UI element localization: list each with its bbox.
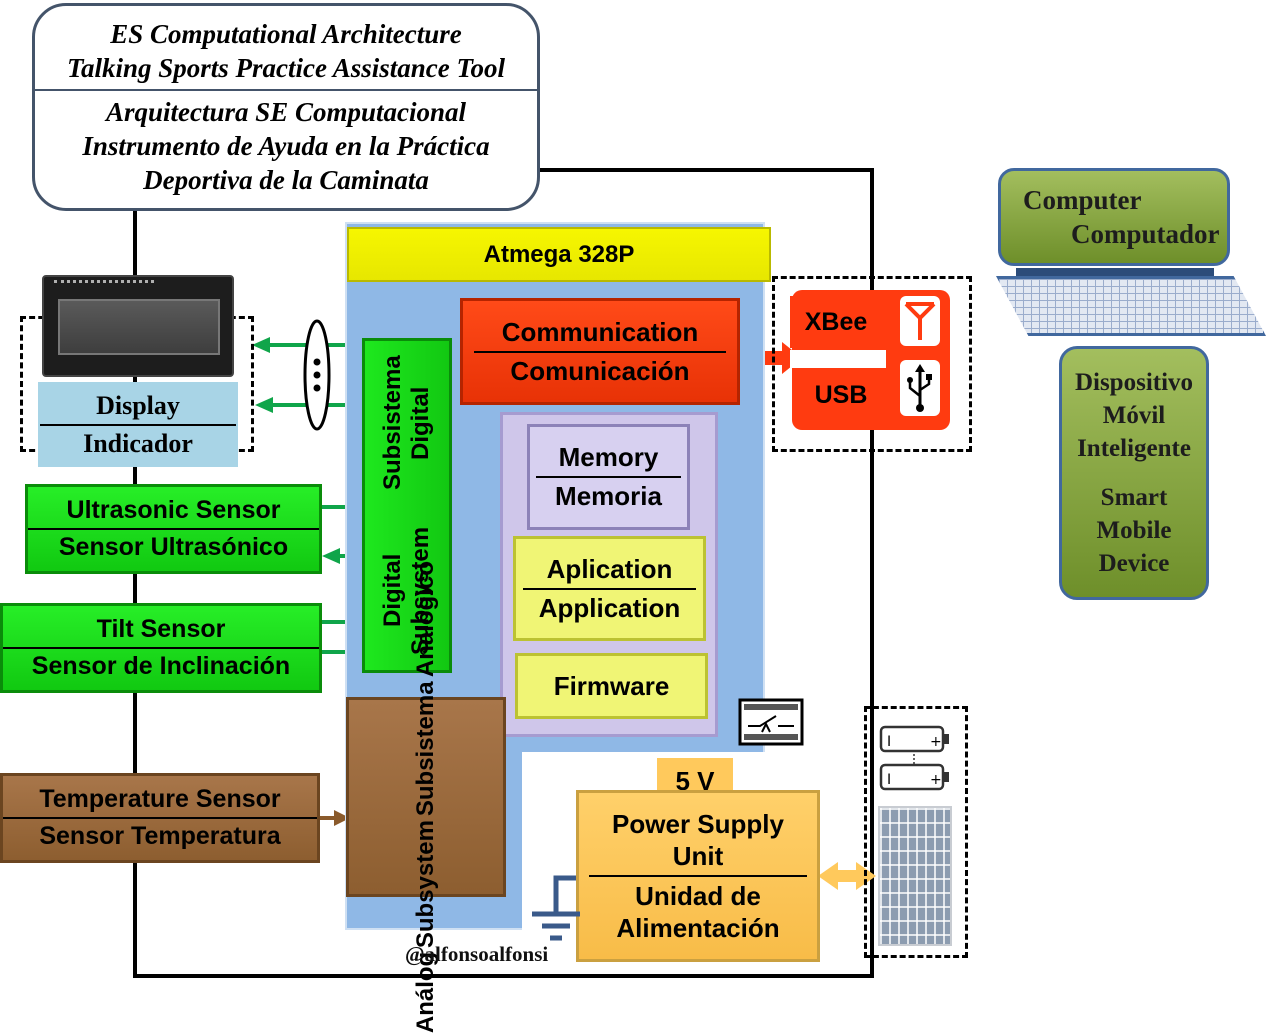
temperature-es: Sensor Temperatura xyxy=(39,822,281,850)
ultrasonic-sensor-block: Ultrasonic Sensor Sensor Ultrasónico xyxy=(25,484,322,574)
power-en-line1: Power Supply xyxy=(612,809,784,839)
title-en-line2: Talking Sports Practice Assistance Tool xyxy=(66,53,506,83)
battery-icon: I + I + xyxy=(879,725,949,791)
memory-block: Memory Memoria xyxy=(527,424,690,530)
application-line1: Aplication xyxy=(546,553,673,584)
usb-text: USB xyxy=(814,380,868,409)
computer-screen-box: Computer Computador xyxy=(998,168,1230,266)
usb-icon xyxy=(900,360,940,416)
temperature-en: Temperature Sensor xyxy=(39,785,281,813)
mobile-line1: Dispositivo xyxy=(1074,369,1194,396)
power-es-line1: Unidad de xyxy=(635,881,761,911)
display-label-box: Display Indicador xyxy=(38,382,238,467)
usb-label: USB xyxy=(796,370,886,420)
display-es: Indicador xyxy=(83,428,193,458)
communication-block: Communication Comunicación xyxy=(460,298,740,405)
svg-text:I: I xyxy=(887,772,891,788)
comm-gap xyxy=(790,350,886,368)
memory-es: Memoria xyxy=(555,481,662,511)
application-block: Aplication Application xyxy=(513,536,706,641)
xbee-text: XBee xyxy=(804,307,868,336)
application-line2: Application xyxy=(538,592,681,623)
tilt-divider xyxy=(3,647,319,649)
svg-text:+: + xyxy=(930,772,942,788)
memory-en: Memory xyxy=(558,442,659,472)
mobile-line2: Móvil xyxy=(1102,402,1166,429)
mobile-line6: Device xyxy=(1098,550,1170,577)
power-en-line2: Unit xyxy=(672,841,724,871)
power-divider xyxy=(588,875,808,877)
power-source-dashed-box xyxy=(864,706,968,958)
mobile-line5: Mobile xyxy=(1096,517,1172,544)
memory-divider xyxy=(536,476,681,478)
title-es-line3: Deportiva de la Caminata xyxy=(143,165,429,195)
analog-line2: Subsystem xyxy=(412,819,439,948)
solar-panel-icon xyxy=(878,806,952,946)
communication-divider xyxy=(473,350,727,353)
tilt-en: Tilt Sensor xyxy=(96,615,226,643)
analog-subsystem-block: Análog Subsystem Subsistema Analógico xyxy=(346,561,506,1033)
switch-icon xyxy=(738,698,804,746)
analog-line3: Subsistema xyxy=(412,680,439,816)
credit-text: @alfonsoalfonsi xyxy=(405,942,549,966)
firmware-label: Firmware xyxy=(553,670,670,701)
title-box: ES Computational Architecture Talking Sp… xyxy=(32,3,540,211)
title-en-line1: ES Computational Architecture xyxy=(110,19,462,49)
svg-text:+: + xyxy=(930,734,942,750)
comm-dashed-box xyxy=(772,276,972,452)
communication-es: Comunicación xyxy=(510,355,690,386)
ultrasonic-en: Ultrasonic Sensor xyxy=(66,496,281,524)
temperature-sensor-block: Temperature Sensor Sensor Temperatura xyxy=(0,773,320,863)
tilt-es: Sensor de Inclinación xyxy=(31,652,291,680)
ultrasonic-divider xyxy=(28,528,319,530)
display-en: Display xyxy=(96,390,180,420)
svg-text:I: I xyxy=(887,734,891,750)
tilt-sensor-block: Tilt Sensor Sensor de Inclinación xyxy=(0,603,322,693)
laptop-keyboard-icon xyxy=(996,276,1266,336)
digital-subsystem-block: Digital Subsystem Subsistema Digital xyxy=(362,338,452,673)
laptop-hinge xyxy=(1016,268,1214,278)
power-es-line2: Alimentación xyxy=(616,913,780,943)
lcd-screen xyxy=(58,299,220,355)
title-divider xyxy=(35,89,537,91)
antenna-icon xyxy=(900,296,940,346)
mobile-device-box: Dispositivo Móvil Inteligente Smart Mobi… xyxy=(1059,346,1209,600)
computer-es: Computador xyxy=(1071,219,1220,249)
mcu-label: Atmega 328P xyxy=(347,227,771,282)
application-divider xyxy=(523,587,696,590)
mobile-line4: Smart xyxy=(1100,484,1168,511)
mobile-line3: Inteligente xyxy=(1077,435,1191,462)
communication-en: Communication xyxy=(501,316,699,347)
title-es-line2: Instrumento de Ayuda en la Práctica xyxy=(82,131,490,161)
firmware-block: Firmware xyxy=(515,653,708,719)
digital-es: Subsistema Digital xyxy=(379,355,434,491)
power-supply-block: Power Supply Unit Unidad de Alimentación xyxy=(576,790,820,962)
analog-line4: Analógico xyxy=(412,560,439,677)
lcd-pins xyxy=(54,280,154,285)
computer-en: Computer xyxy=(1023,185,1142,215)
lcd-module-icon xyxy=(42,275,234,377)
xbee-label: XBee xyxy=(790,296,882,348)
ultrasonic-es: Sensor Ultrasónico xyxy=(58,533,289,561)
ground-icon xyxy=(532,875,580,941)
title-es-line1: Arquitectura SE Computacional xyxy=(105,97,467,127)
temperature-divider xyxy=(3,817,317,819)
display-divider xyxy=(40,423,236,426)
